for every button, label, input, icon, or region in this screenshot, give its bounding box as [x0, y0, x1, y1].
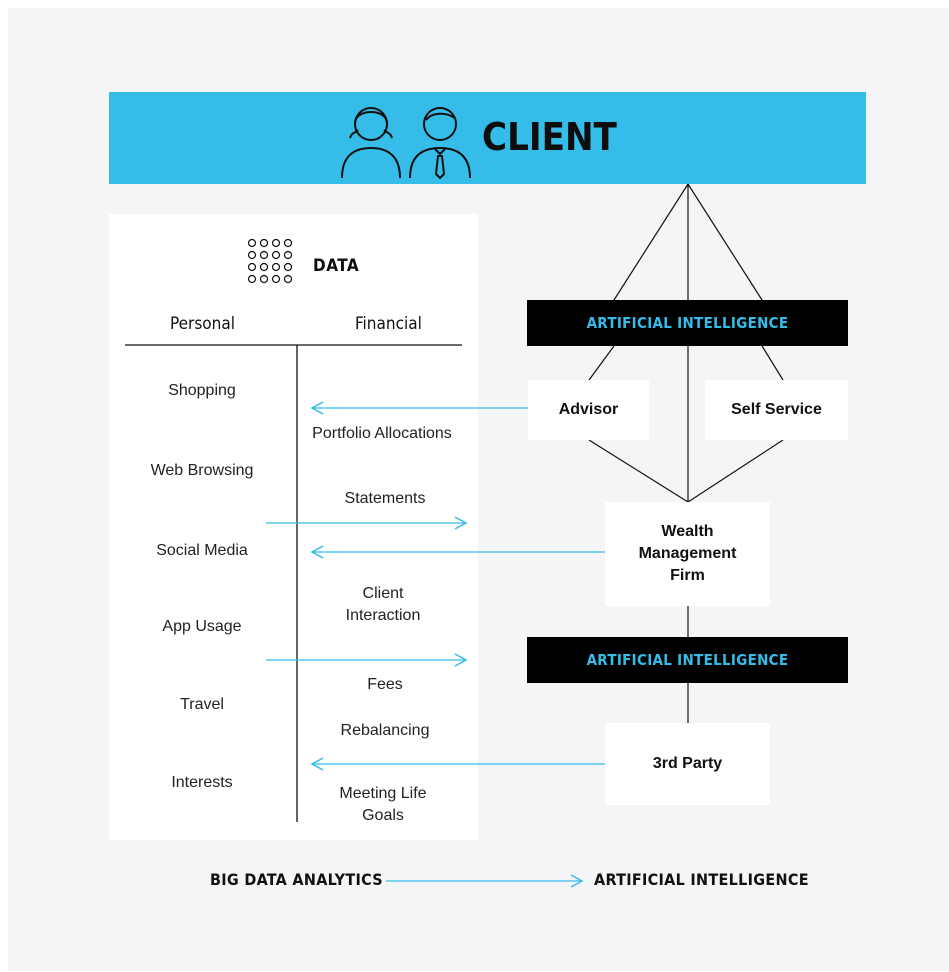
personal-item: Shopping: [168, 382, 236, 399]
third-party-box: 3rd Party: [605, 723, 770, 805]
personal-item: Interests: [171, 774, 233, 791]
people-icon: [341, 107, 471, 180]
client-title: CLIENT: [482, 115, 617, 159]
personal-item: Social Media: [156, 542, 248, 559]
financial-item: Fees: [367, 676, 403, 693]
footer-big-data-label: BIG DATA ANALYTICS: [210, 870, 383, 889]
ai-bar-top: ARTIFICIAL INTELLIGENCE: [527, 300, 848, 346]
column-header-personal: Personal: [170, 314, 235, 334]
personal-item: Web Browsing: [150, 462, 254, 479]
ai-bar-middle: ARTIFICIAL INTELLIGENCE: [527, 637, 848, 683]
data-title: DATA: [313, 256, 360, 276]
footer-ai-label: ARTIFICIAL INTELLIGENCE: [594, 870, 809, 889]
advisor-box: Advisor: [528, 380, 649, 440]
financial-item: Statements: [344, 490, 426, 507]
financial-item: Portfolio Allocations: [312, 425, 452, 442]
wealth-management-firm-box: Wealth Management Firm: [605, 502, 770, 606]
dot-grid-icon: [247, 238, 293, 284]
financial-item: Meeting Life Goals: [339, 785, 427, 824]
data-panel: [109, 214, 478, 840]
personal-item: Travel: [180, 696, 224, 713]
column-header-financial: Financial: [355, 314, 422, 334]
client-banner: [109, 92, 866, 184]
financial-item: Rebalancing: [340, 722, 430, 739]
personal-item: App Usage: [162, 618, 242, 635]
financial-item: Client Interaction: [345, 585, 421, 624]
self-service-box: Self Service: [705, 380, 848, 440]
